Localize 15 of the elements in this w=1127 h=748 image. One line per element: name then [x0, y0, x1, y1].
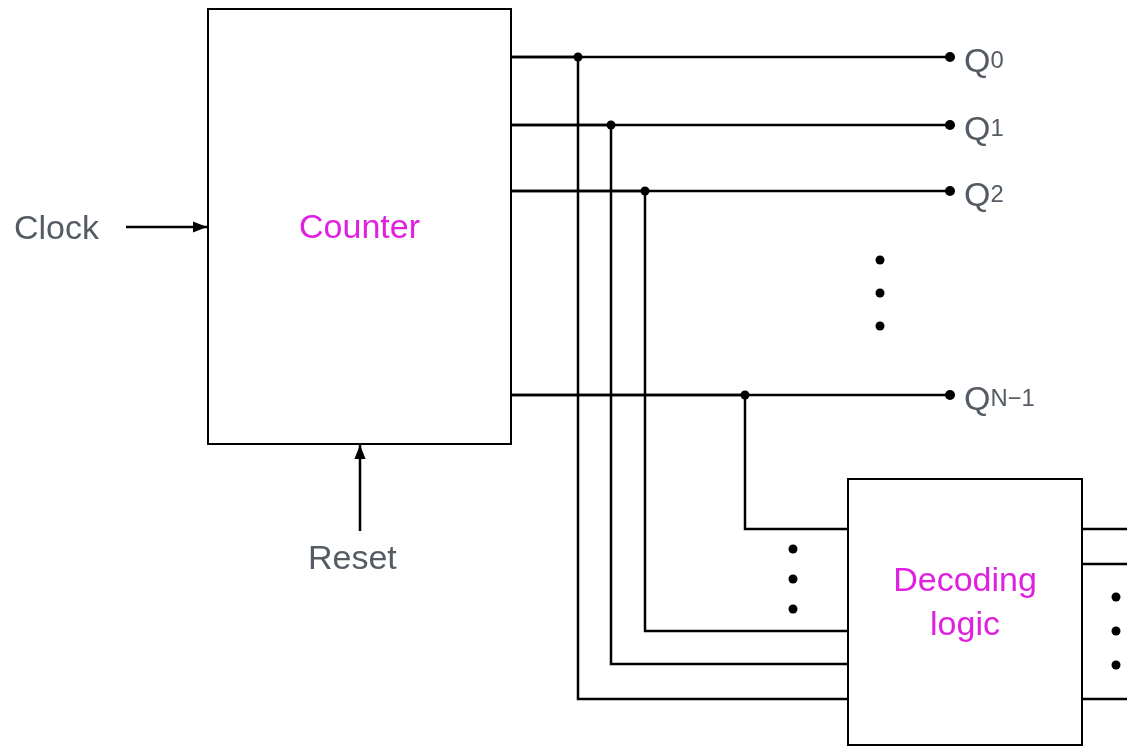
wire: [1083, 527, 1127, 531]
wire: [512, 55, 847, 701]
wire: [512, 393, 847, 531]
signal-label: Reset: [308, 537, 418, 577]
wire: [512, 123, 847, 666]
signal-label: Clock: [14, 207, 118, 247]
process-box: [847, 478, 1083, 746]
wire: [1083, 562, 1127, 566]
arrow: [126, 221, 207, 233]
process-box: [207, 8, 512, 445]
wire: [1083, 697, 1127, 701]
arrow: [354, 445, 366, 531]
box-label: Decoding logic: [892, 558, 1038, 644]
wire: [512, 189, 847, 633]
box-label: Counter: [299, 206, 420, 248]
